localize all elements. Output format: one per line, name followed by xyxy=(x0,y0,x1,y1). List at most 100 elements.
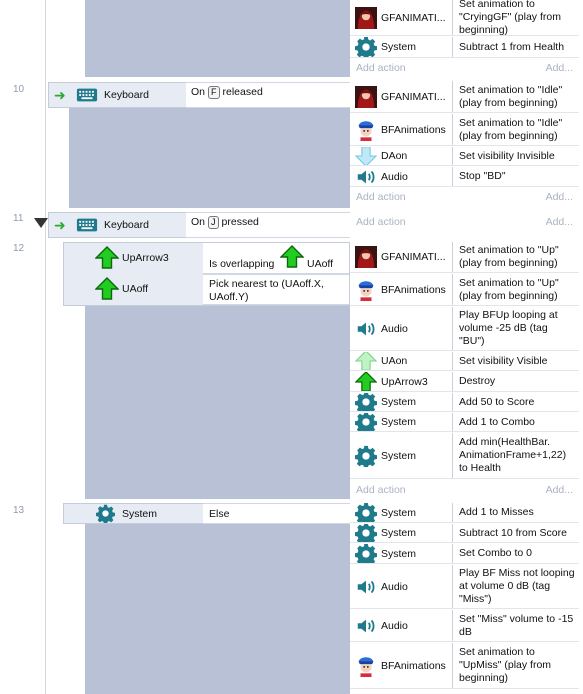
add-action-link[interactable]: Add action xyxy=(356,62,406,74)
condition-object: Keyboard xyxy=(104,219,149,231)
condition-object: System xyxy=(122,508,158,520)
up-arrow-light-icon xyxy=(355,352,377,370)
up-arrow-icon xyxy=(95,246,119,270)
action-object: BFAnimations xyxy=(381,123,446,136)
action-row[interactable]: UpArrow3 Destroy xyxy=(350,372,579,392)
event-number: 10 xyxy=(13,84,25,95)
action-text: Destroy xyxy=(453,372,579,391)
key-badge: J xyxy=(208,216,219,229)
add-more-link[interactable]: Add... xyxy=(545,216,573,228)
gf-character-icon xyxy=(355,7,377,29)
event-12-conditions: UpArrow3 Is overlapping UAoff UAoff Pick… xyxy=(63,242,350,306)
condition-text: Is overlapping UAoff xyxy=(203,243,349,274)
event-number: 12 xyxy=(13,243,25,254)
action-text: Stop "BD" xyxy=(453,167,579,186)
condition-text: Pick nearest to (UAoff.X, UAoff.Y) xyxy=(203,274,349,305)
action-row[interactable]: System Add min(HealthBar. AnimationFrame… xyxy=(350,433,579,479)
event-9-body xyxy=(85,0,350,77)
action-row[interactable]: BFAnimations Set animation to "UpMiss" (… xyxy=(350,643,579,689)
add-action-row: Add action Add... xyxy=(350,480,579,499)
keyboard-icon xyxy=(76,84,98,106)
action-object: GFANIMATI... xyxy=(381,251,446,263)
action-row[interactable]: BFAnimations Set animation to "Up" (play… xyxy=(350,274,579,306)
arrow-right-icon: ➜ xyxy=(54,217,66,233)
action-object: Audio xyxy=(381,170,408,183)
bf-character-icon xyxy=(355,279,377,301)
condition-text: Else xyxy=(203,503,350,524)
action-object: System xyxy=(381,396,417,408)
action-row[interactable]: System Add 50 to Score xyxy=(350,393,579,412)
add-action-row: Add action Add... xyxy=(350,212,579,232)
add-more-link[interactable]: Add... xyxy=(545,62,573,74)
action-text: Add min(HealthBar. AnimationFrame+1,22) … xyxy=(453,433,579,478)
gf-character-icon xyxy=(355,246,377,268)
action-row[interactable]: Audio Play BFUp looping at volume -25 dB… xyxy=(350,307,579,351)
gear-icon xyxy=(355,445,377,467)
up-arrow-icon xyxy=(280,245,304,269)
down-arrow-icon xyxy=(355,147,377,165)
action-object: GFANIMATI... xyxy=(381,11,446,24)
action-row[interactable]: BFAnimations Set animation to "Idle" (pl… xyxy=(350,114,579,146)
event-13-condition[interactable]: System Else xyxy=(63,503,350,524)
speaker-icon xyxy=(355,318,377,340)
action-row[interactable]: System Add 1 to Misses xyxy=(350,503,579,523)
condition-row[interactable]: UAoff Pick nearest to (UAoff.X, UAoff.Y) xyxy=(64,274,349,305)
action-row[interactable]: Audio Stop "BD" xyxy=(350,167,579,187)
gear-icon xyxy=(355,393,377,411)
event-10-body xyxy=(69,107,350,208)
action-object: UAon xyxy=(381,355,408,367)
gear-icon xyxy=(355,37,377,57)
add-more-link[interactable]: Add... xyxy=(545,483,573,496)
gear-icon xyxy=(355,544,377,563)
action-object: System xyxy=(381,547,417,560)
action-text: Set Combo to 0 xyxy=(453,544,579,563)
action-row[interactable]: GFANIMATI... Set animation to "CryingGF"… xyxy=(350,0,579,36)
action-row[interactable]: GFANIMATI... Set animation to "Up" (play… xyxy=(350,242,579,273)
action-text: Set "Miss" volume to -15 dB xyxy=(453,610,579,641)
action-text: Set animation to "UpMiss" (play from beg… xyxy=(453,643,579,688)
gear-icon xyxy=(355,503,377,522)
add-action-link[interactable]: Add action xyxy=(356,216,406,228)
gear-icon xyxy=(355,413,377,431)
add-action-row: Add action Add... xyxy=(350,59,579,77)
condition-row[interactable]: UpArrow3 Is overlapping UAoff xyxy=(64,243,349,274)
add-action-link[interactable]: Add action xyxy=(356,191,406,203)
action-object: System xyxy=(381,449,417,462)
event-number: 13 xyxy=(13,505,25,516)
action-text: Set visibility Visible xyxy=(453,352,579,370)
action-row[interactable]: GFANIMATI... Set animation to "Idle" (pl… xyxy=(350,81,579,113)
event-12-body xyxy=(85,305,350,499)
gutter-divider xyxy=(45,0,46,694)
action-row[interactable]: UAon Set visibility Visible xyxy=(350,352,579,371)
action-object: System xyxy=(381,416,417,428)
action-text: Subtract 10 from Score xyxy=(453,524,579,542)
action-object: System xyxy=(381,527,417,539)
action-object: System xyxy=(381,41,417,53)
action-text: Add 50 to Score xyxy=(453,393,579,411)
action-row[interactable]: System Subtract 10 from Score xyxy=(350,524,579,543)
action-object: UpArrow3 xyxy=(381,375,428,388)
bf-character-icon xyxy=(355,119,377,141)
action-row[interactable]: Audio Set "Miss" volume to -15 dB xyxy=(350,610,579,642)
action-object: BFAnimations xyxy=(381,659,446,672)
action-row[interactable]: System Add 1 to Combo xyxy=(350,413,579,432)
action-text: Play BFUp looping at volume -25 dB (tag … xyxy=(453,307,579,350)
add-more-link[interactable]: Add... xyxy=(545,191,573,203)
action-text: Set animation to "CryingGF" (play from b… xyxy=(453,0,579,36)
condition-object: UpArrow3 xyxy=(122,252,169,264)
action-text: Set animation to "Up" (play from beginni… xyxy=(453,274,579,305)
collapse-triangle-icon[interactable] xyxy=(34,218,48,228)
action-row[interactable]: System Set Combo to 0 xyxy=(350,544,579,564)
add-action-link[interactable]: Add action xyxy=(356,483,406,496)
action-row[interactable]: Audio Play BF Miss not looping at volume… xyxy=(350,565,579,609)
action-row[interactable]: DAon Set visibility Invisible xyxy=(350,147,579,166)
speaker-icon xyxy=(355,615,377,637)
action-object: Audio xyxy=(381,322,408,335)
action-row[interactable]: System Subtract 1 from Health xyxy=(350,37,579,58)
action-text: Subtract 1 from Health xyxy=(453,37,579,57)
action-text: Add 1 to Combo xyxy=(453,413,579,431)
